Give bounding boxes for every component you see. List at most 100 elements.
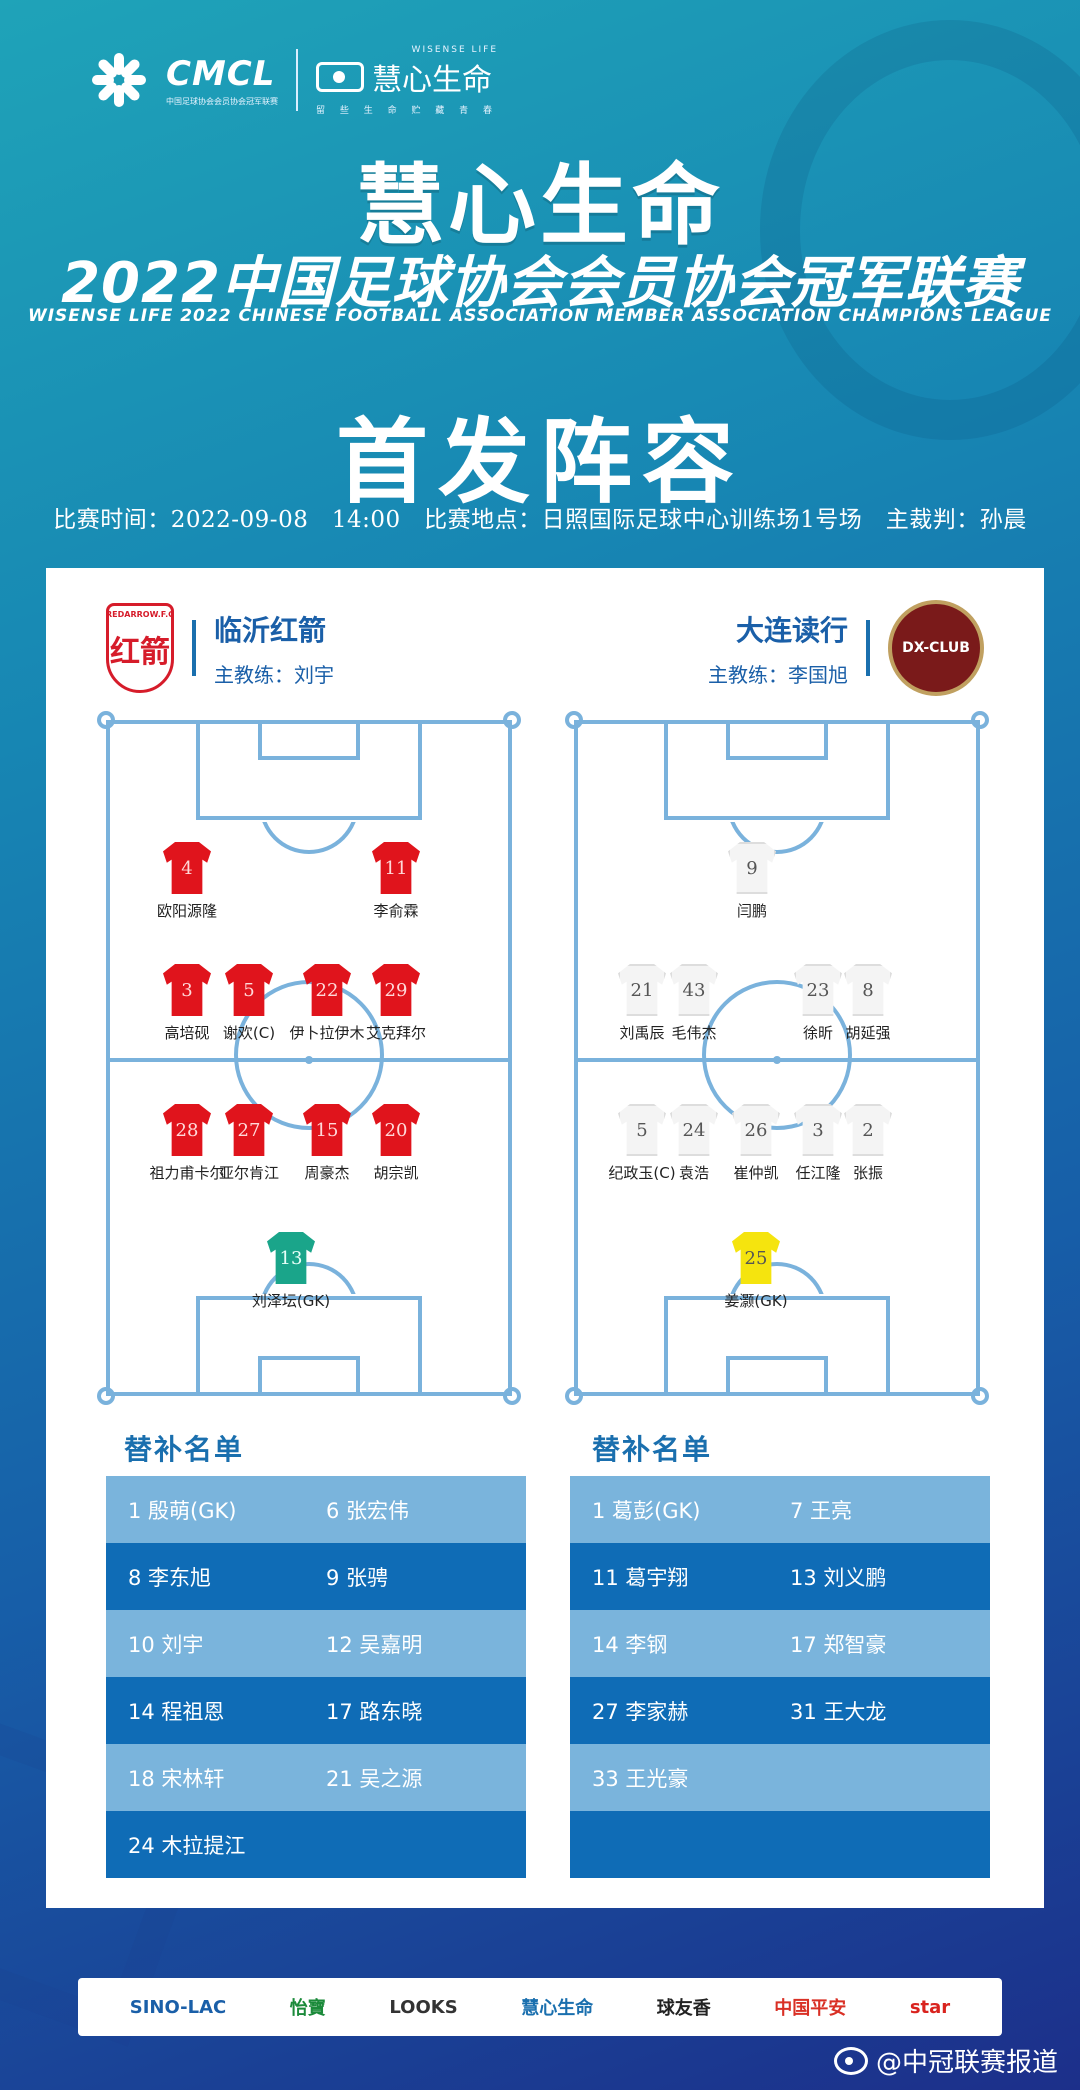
sub-player: 33 王光豪: [592, 1766, 689, 1791]
sub-player: 18 宋林轩: [128, 1766, 225, 1791]
jersey-icon: 27: [225, 1104, 273, 1156]
player-name: 崔仲凯: [733, 1164, 779, 1182]
credit-text: @中冠联赛报道: [875, 2048, 1058, 2078]
jersey-icon: 22: [303, 964, 351, 1016]
table-row: 27 李家赫 31 王大龙: [570, 1677, 990, 1744]
header-logos: CMCL 中国足球协会会员协会冠军联赛 WISENSE LIFE 慧心生命 留 …: [90, 40, 498, 120]
jersey-icon: 2: [844, 1104, 892, 1156]
table-row: [570, 1811, 990, 1878]
title-sub: 2022中国足球协会会员协会冠军联赛: [61, 251, 1019, 316]
away-team-name: 大连读行: [735, 613, 848, 647]
sub-player: 11 葛宇翔: [592, 1565, 689, 1590]
sub-player: 1 葛彭(GK): [592, 1498, 701, 1523]
player-name: 张振: [852, 1164, 883, 1182]
away-player: 25 姜灏(GK): [706, 1232, 806, 1311]
jersey-icon: 13: [267, 1232, 315, 1284]
away-player: 9 闫鹏: [702, 842, 802, 921]
player-name: 伊卜拉伊木: [289, 1024, 365, 1042]
away-subs-title: 替补名单: [592, 1433, 713, 1466]
sub-player: 31 王大龙: [790, 1699, 887, 1724]
away-player: 2 张振: [818, 1104, 918, 1183]
title-main: 慧心生命: [355, 154, 724, 257]
jersey-icon: 11: [372, 842, 420, 894]
sub-player: 27 李家赫: [592, 1699, 689, 1724]
away-crest-icon: DX-CLUB: [888, 600, 984, 696]
player-name: 刘泽坛(GK): [251, 1292, 331, 1310]
sub-player: 7 王亮: [790, 1498, 853, 1523]
jersey-icon: 9: [728, 842, 776, 894]
sub-player: 9 张骋: [326, 1565, 389, 1590]
player-name: 祖力甫卡尔: [149, 1164, 225, 1182]
home-player: 13 刘泽坛(GK): [241, 1232, 341, 1311]
title-en: WISENSE LIFE 2022 CHINESE FOOTBALL ASSOC…: [27, 306, 1052, 326]
sponsor-logo-text: 慧心生命: [372, 62, 492, 98]
sub-player: 21 吴之源: [326, 1766, 423, 1791]
player-name: 谢欢(C): [222, 1024, 276, 1042]
sub-player: 6 张宏伟: [326, 1498, 410, 1523]
sponsor-logo-en: WISENSE LIFE: [411, 44, 499, 55]
home-subs-title: 替补名单: [124, 1433, 245, 1466]
player-name: 毛伟杰: [671, 1024, 717, 1042]
away-divider: [866, 620, 870, 676]
player-name: 闫鹏: [736, 902, 767, 920]
jersey-icon: 25: [732, 1232, 780, 1284]
match-info: 比赛时间：2022-09-08 14:00 比赛地点：日照国际足球中心训练场1号…: [53, 507, 1027, 533]
lineup-panel: REDARROW.F.C 红箭 临沂红箭 主教练：刘宇 大连读行 主教练：李国旭…: [46, 568, 1044, 1908]
player-name: 高培砚: [164, 1024, 210, 1042]
sponsor-logo: SINO-LAC: [129, 1996, 227, 2018]
home-player: 22 伊卜拉伊木: [277, 964, 377, 1043]
sponsor-logo: 怡寶: [289, 1998, 326, 2019]
player-name: 亚尔肯江: [218, 1164, 279, 1182]
jersey-icon: 43: [670, 964, 718, 1016]
cmcl-logo-subtitle: 中国足球协会会员协会冠军联赛: [166, 96, 278, 106]
sub-player: 8 李东旭: [128, 1565, 212, 1590]
player-name: 姜灏(GK): [724, 1292, 788, 1310]
player-name: 李俞霖: [373, 902, 419, 920]
sub-player: 17 郑智豪: [790, 1632, 887, 1657]
jersey-icon: 20: [372, 1104, 420, 1156]
home-player: 27 亚尔肯江: [199, 1104, 299, 1183]
eye-logo-icon: [316, 61, 364, 92]
player-name: 纪政玉(C): [608, 1164, 676, 1182]
sponsor-logo: LOOKS: [389, 1996, 458, 2018]
home-team-header: REDARROW.F.C 红箭 临沂红箭 主教练：刘宇: [106, 598, 506, 698]
sub-player: 24 木拉提江: [128, 1833, 246, 1858]
away-team-header: 大连读行 主教练：李国旭 DX-CLUB: [584, 598, 984, 698]
home-divider: [192, 620, 196, 676]
player-name: 胡宗凯: [373, 1164, 419, 1182]
player-name: 任江隆: [795, 1164, 841, 1182]
table-row: 33 王光豪: [570, 1744, 990, 1811]
sponsor-tagline: 留 些 生 命 贮 藏 青 春: [316, 105, 499, 116]
header-divider: [296, 49, 298, 111]
weibo-credit: @中冠联赛报道: [833, 2042, 1058, 2079]
player-name: 胡延强: [845, 1024, 891, 1042]
sponsor-logo: 球友香: [656, 1998, 711, 2019]
jersey-icon: 29: [372, 964, 420, 1016]
jersey-icon: 8: [844, 964, 892, 1016]
player-name: 徐昕: [802, 1024, 833, 1042]
away-player: 43 毛伟杰: [644, 964, 744, 1043]
home-coach: 主教练：刘宇: [214, 662, 334, 687]
table-row: 18 宋林轩 21 吴之源: [106, 1744, 526, 1811]
home-player: 11 李俞霖: [346, 842, 446, 921]
home-player: 20 胡宗凯: [346, 1104, 446, 1183]
weibo-icon: [833, 2046, 868, 2075]
table-row: 8 李东旭 9 张骋: [106, 1543, 526, 1610]
away-player: 8 胡延强: [818, 964, 918, 1043]
sub-player: 17 路东晓: [326, 1699, 423, 1724]
table-row: 24 木拉提江: [106, 1811, 526, 1878]
